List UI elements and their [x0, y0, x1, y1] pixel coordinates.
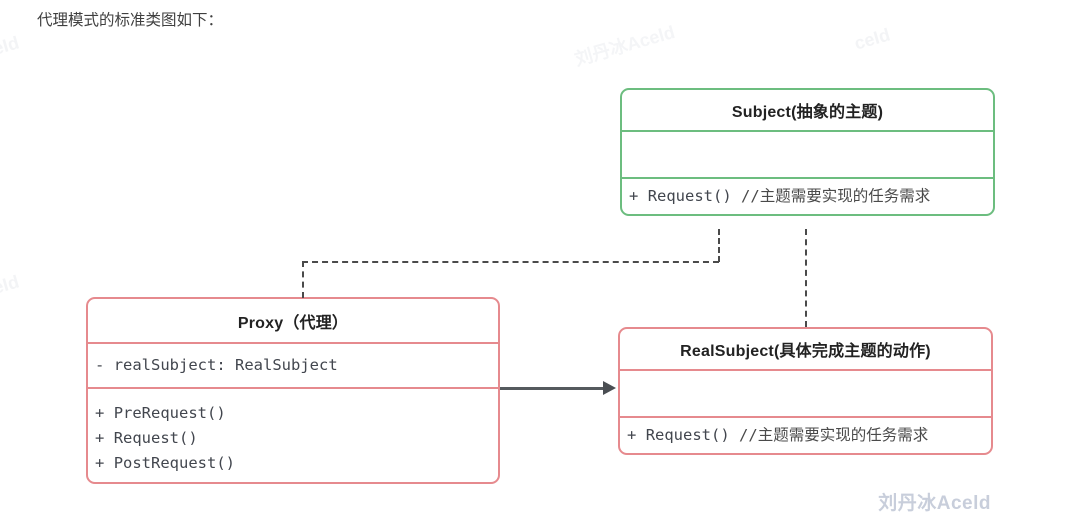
member-comment: //主题需要实现的任务需求 — [741, 187, 931, 205]
uml-class-realsubject[interactable]: RealSubject(具体完成主题的动作) + Request() //主题需… — [618, 327, 993, 455]
class-attributes-subject — [622, 130, 993, 177]
member-signature: Request() — [647, 187, 732, 205]
member-visibility: + — [627, 426, 637, 444]
class-methods-proxy: + PreRequest() + Request() + PostRequest… — [88, 387, 498, 482]
class-title-realsubject: RealSubject(具体完成主题的动作) — [680, 343, 931, 360]
member-row: + PostRequest() — [95, 451, 235, 476]
watermark-author: 刘丹冰Aceld — [878, 493, 991, 514]
hollow-triangle-icon — [806, 216, 822, 229]
member-row: + Request() — [95, 426, 198, 451]
connector-proxy-realsubject-line — [500, 387, 605, 390]
class-methods-subject: + Request() //主题需要实现的任务需求 — [622, 177, 993, 214]
member-visibility: + — [95, 404, 105, 422]
uml-class-subject[interactable]: Subject(抽象的主题) + Request() //主题需要实现的任务需求 — [620, 88, 995, 216]
member-signature: Request() — [113, 429, 198, 447]
member-row: - realSubject: RealSubject — [95, 353, 338, 378]
member-row: + PreRequest() — [95, 401, 226, 426]
member-visibility: - — [95, 356, 105, 374]
watermark-faint-top-right: ceId — [852, 24, 893, 54]
member-signature: Request() — [645, 426, 730, 444]
member-row: + Request() //主题需要实现的任务需求 — [627, 423, 928, 448]
class-title-subject: Subject(抽象的主题) — [731, 104, 884, 121]
watermark-faint-left-upper: ceId — [0, 32, 22, 62]
watermark-faint-top: 刘丹冰Aceld — [572, 21, 678, 70]
member-signature: realSubject: RealSubject — [113, 356, 338, 374]
hollow-triangle-icon — [719, 216, 735, 229]
uml-class-proxy[interactable]: Proxy（代理） - realSubject: RealSubject + P… — [86, 297, 500, 484]
member-comment: //主题需要实现的任务需求 — [739, 426, 929, 444]
class-attributes-realsubject — [620, 369, 991, 416]
connector-realsubject-subject-vertical — [805, 229, 807, 327]
member-signature: PreRequest() — [113, 404, 226, 422]
connector-proxy-subject-vertical-right — [718, 229, 720, 262]
class-methods-realsubject: + Request() //主题需要实现的任务需求 — [620, 416, 991, 453]
connector-proxy-subject-horizontal — [302, 261, 719, 263]
member-visibility: + — [95, 454, 105, 472]
member-visibility: + — [629, 187, 639, 205]
watermark-faint-left-lower: ceId — [0, 271, 22, 301]
member-signature: PostRequest() — [113, 454, 236, 472]
member-row: + Request() //主题需要实现的任务需求 — [629, 184, 930, 209]
member-visibility: + — [95, 429, 105, 447]
class-title-proxy: Proxy（代理） — [237, 314, 349, 332]
class-attributes-proxy: - realSubject: RealSubject — [88, 342, 498, 387]
connector-proxy-subject-vertical-left — [302, 261, 304, 298]
association-arrowhead-realsubject — [603, 381, 616, 395]
page-caption: 代理模式的标准类图如下： — [37, 12, 224, 29]
